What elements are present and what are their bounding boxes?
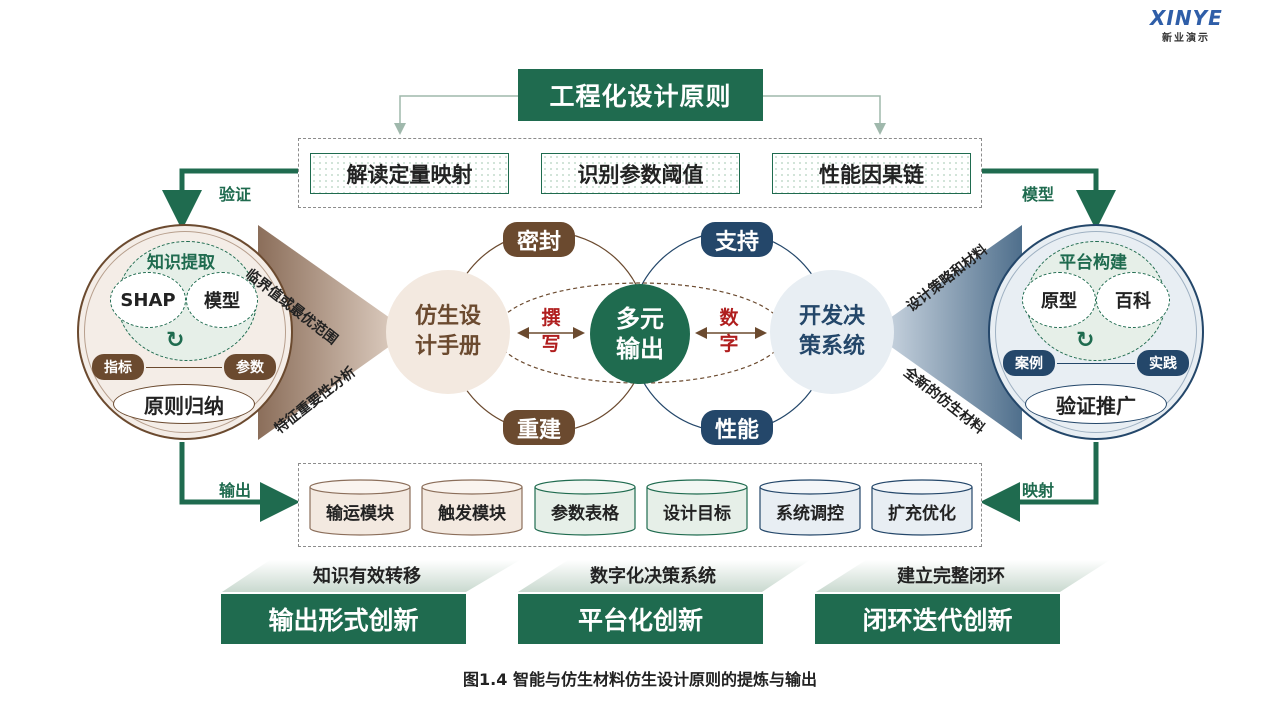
right-node-label: 开发决策系统	[798, 304, 865, 359]
left-inner-label: 撰写	[541, 307, 561, 355]
page-title: 工程化设计原则	[518, 69, 763, 121]
output-label: 输出	[219, 481, 252, 500]
center-node: 多元输出	[590, 284, 690, 384]
right-inner-label: 数字	[719, 307, 739, 355]
left-circle-item: SHAP	[110, 272, 186, 328]
principle-card: 性能因果链	[772, 153, 971, 194]
principle-card: 识别参数阈值	[541, 153, 740, 194]
cycle-arrow-icon: ↻	[166, 328, 185, 353]
center-node-label: 多元输出	[616, 305, 664, 363]
module-label: 系统调控	[776, 503, 844, 524]
left-node: 仿生设计手册	[386, 270, 510, 394]
innovation-banner: 输出形式创新	[221, 594, 466, 644]
right-circle-bottom: 验证推广	[1025, 384, 1167, 424]
module-cylinder	[646, 479, 748, 536]
left-bottom-pill: 重建	[503, 410, 575, 445]
right-circle-top: 平台构建	[1059, 253, 1127, 273]
brand-sub: 新业演示	[1162, 33, 1210, 44]
right-top-pill: 支持	[701, 222, 773, 257]
principle-card: 解读定量映射	[310, 153, 509, 194]
double-arrow-icon	[1057, 363, 1135, 364]
module-label: 设计目标	[663, 503, 731, 524]
left-pill: 参数	[224, 354, 276, 380]
mapping-label: 映射	[1022, 481, 1055, 500]
module-cylinder	[421, 479, 523, 536]
right-circle-item: 百科	[1096, 272, 1170, 328]
left-circle-top: 知识提取	[147, 253, 215, 273]
right-node: 开发决策系统	[770, 270, 894, 394]
left-node-label: 仿生设计手册	[414, 304, 481, 359]
innovation-subtitle: 知识有效转移	[313, 566, 421, 587]
model-label: 模型	[1022, 185, 1055, 204]
left-pill: 指标	[92, 354, 144, 380]
innovation-subtitle: 建立完整闭环	[897, 566, 1005, 587]
innovation-banner: 闭环迭代创新	[815, 594, 1060, 644]
right-bottom-pill: 性能	[701, 410, 773, 445]
brand-logo: XINYE	[1150, 6, 1223, 30]
module-cylinder	[534, 479, 636, 536]
cycle-arrow-icon: ↻	[1076, 328, 1095, 353]
right-pill: 案例	[1003, 350, 1055, 376]
module-label: 参数表格	[551, 503, 619, 524]
innovation-subtitle: 数字化决策系统	[590, 566, 716, 587]
double-arrow-icon	[146, 367, 222, 368]
left-top-pill: 密封	[503, 222, 575, 257]
verify-label: 验证	[219, 185, 252, 204]
module-label: 触发模块	[438, 503, 506, 524]
left-circle-bottom: 原则归纳	[113, 384, 255, 424]
module-cylinder	[309, 479, 411, 536]
modules-box	[298, 463, 982, 547]
right-pill: 实践	[1137, 350, 1189, 376]
innovation-banner: 平台化创新	[518, 594, 763, 644]
module-label: 输运模块	[326, 503, 394, 524]
module-label: 扩充优化	[888, 503, 956, 524]
figure-caption: 图1.4 智能与仿生材料仿生设计原则的提炼与输出	[463, 670, 817, 689]
left-circle-item: 模型	[186, 272, 258, 328]
right-circle-item: 原型	[1022, 272, 1096, 328]
module-cylinder	[871, 479, 973, 536]
module-cylinder	[759, 479, 861, 536]
